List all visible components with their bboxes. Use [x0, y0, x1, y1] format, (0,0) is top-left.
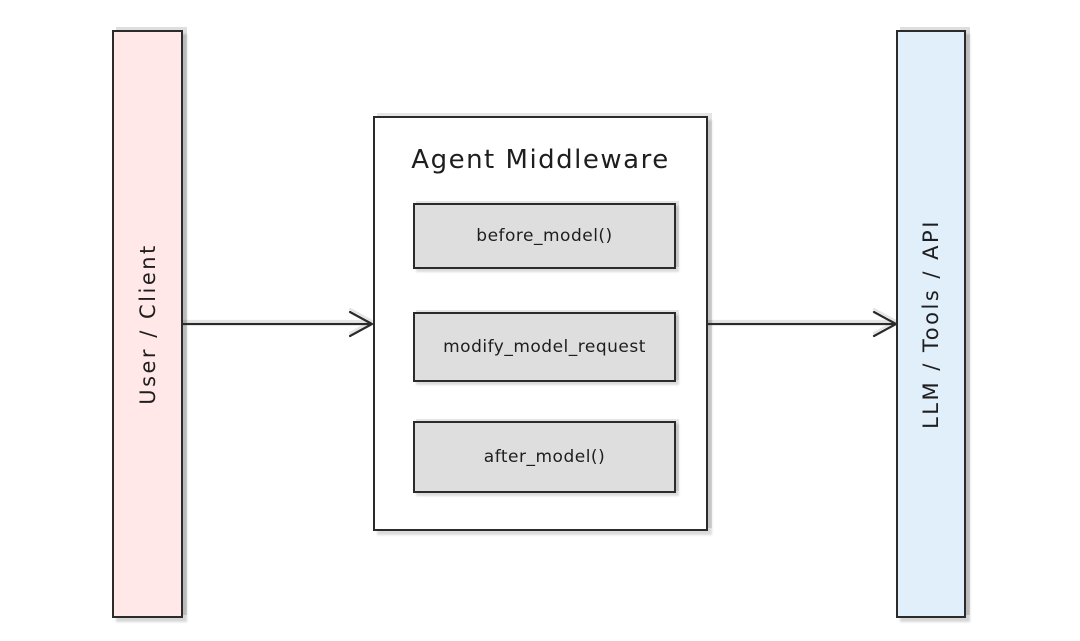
after-model-hook-box: after_model() — [413, 421, 676, 493]
client-to-middleware-arrow — [182, 305, 374, 343]
agent-middleware-title: Agent Middleware — [411, 145, 670, 175]
user-client-bar: User / Client — [112, 30, 183, 618]
agent-middleware-box: Agent Middleware before_model() modify_m… — [373, 116, 708, 531]
right-arrow-icon — [708, 310, 898, 338]
after-model-hook-label: after_model() — [483, 447, 606, 467]
modify-model-request-hook-box: modify_model_request — [413, 312, 676, 382]
llm-tools-api-label: LLM / Tools / API — [919, 219, 944, 429]
user-client-label: User / Client — [135, 243, 160, 405]
before-model-hook-box: before_model() — [413, 203, 676, 269]
llm-tools-api-bar: LLM / Tools / API — [896, 30, 966, 618]
before-model-hook-label: before_model() — [476, 226, 613, 246]
middleware-to-llm-arrow — [708, 305, 898, 343]
modify-model-request-hook-label: modify_model_request — [443, 337, 646, 357]
right-arrow-icon — [182, 310, 374, 338]
